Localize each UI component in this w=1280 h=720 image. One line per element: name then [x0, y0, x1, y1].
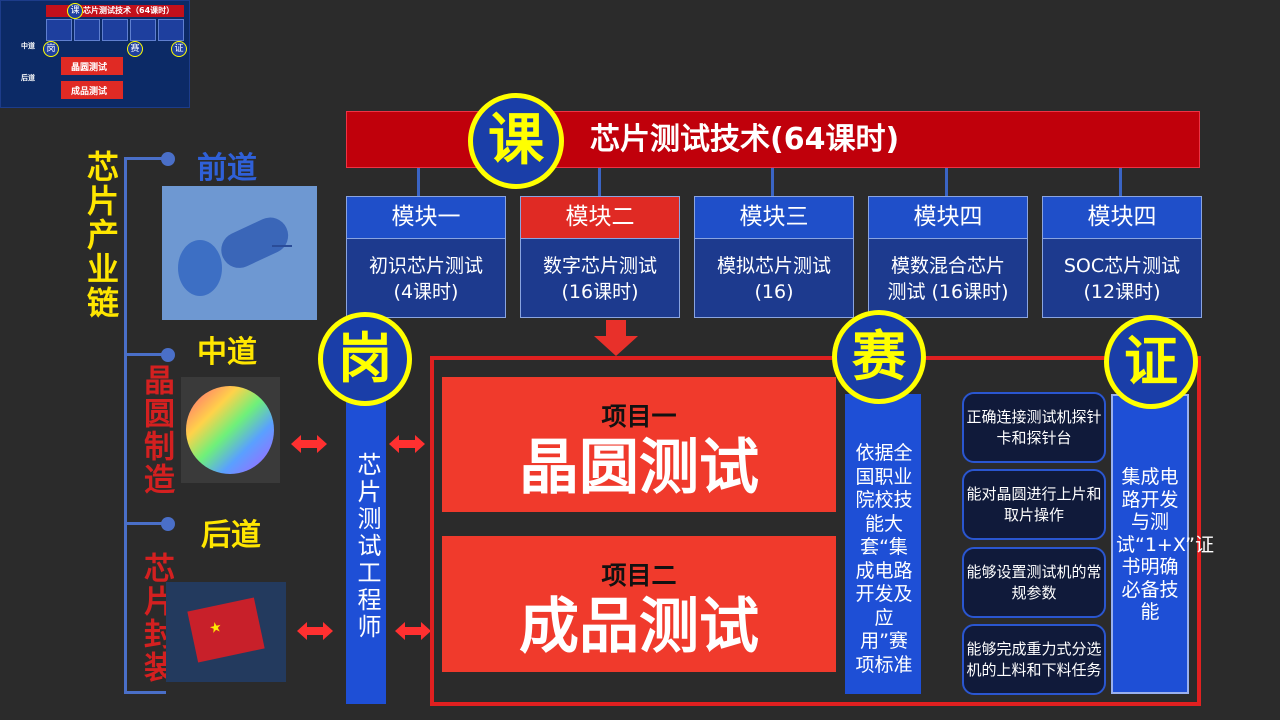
wafer-image [181, 377, 280, 483]
svg-text:★: ★ [208, 619, 224, 637]
thumb-stage-mid: 中道 [21, 42, 35, 50]
double-arrow-icon [389, 435, 425, 453]
module-body-line1: 数字芯片测试 [542, 255, 657, 277]
module-head: 模块四 [869, 197, 1027, 239]
chip-icon: ★ [166, 582, 286, 682]
skill-text: 能对晶圆进行上片和取片操作 [966, 484, 1102, 524]
module-body-line1: SOC芯片测试 [1063, 255, 1181, 277]
project-title: 晶圆测试 [519, 433, 759, 503]
stage-back: 后道 [201, 518, 261, 553]
module-body-line2: (16) [754, 281, 794, 303]
skill-item: 正确连接测试机探针卡和探针台 [962, 392, 1106, 463]
module-card-4: 模块四 模数混合芯片测试 (16课时) [868, 196, 1028, 318]
chain-branch [124, 353, 166, 356]
double-arrow-icon [297, 622, 333, 640]
wafer-icon [186, 386, 274, 474]
thumb-badge-post: 岗 [43, 41, 59, 57]
thumb-badge-contest: 赛 [127, 41, 143, 57]
module-card-1: 模块一 初识芯片测试 (4课时) [346, 196, 506, 318]
chain-dot [161, 517, 175, 531]
chain-branch [124, 157, 166, 160]
thumb-badge-cert: 证 [171, 41, 187, 57]
skill-text: 正确连接测试机探针卡和探针台 [966, 407, 1102, 447]
module-card-2: 模块二 数字芯片测试 (16课时) [520, 196, 680, 318]
skill-item: 能够完成重力式分选机的上料和下料任务 [962, 624, 1106, 695]
skill-item: 能够设置测试机的常规参数 [962, 547, 1106, 618]
chain-dot [161, 348, 175, 362]
module-body: 初识芯片测试 (4课时) [347, 239, 505, 305]
connector [417, 168, 420, 196]
thumb-title: 芯片测试技术（64课时） [83, 6, 175, 15]
cert-text: 集成电路开发与测试“1+X”证书明确必备技能 [1116, 466, 1214, 623]
module-body-line2: 测试 (16课时) [887, 281, 1009, 303]
down-arrow-icon [606, 320, 626, 336]
contest-badge: 赛 [832, 310, 926, 404]
module-card-3: 模块三 模拟芯片测试 (16) [694, 196, 854, 318]
module-card-5: 模块四 SOC芯片测试 (12课时) [1042, 196, 1202, 318]
module-body-line1: 初识芯片测试 [368, 255, 483, 277]
thumb-project-2 [61, 81, 123, 99]
chain-vertical-line [124, 158, 127, 694]
post-text: 芯片测试工程师 [353, 452, 381, 641]
stage-front: 前道 [197, 151, 257, 186]
thumb-stage-back: 后道 [21, 74, 35, 82]
double-arrow-icon [291, 435, 327, 453]
connector [945, 168, 948, 196]
module-head: 模块四 [1043, 197, 1201, 239]
post-badge: 岗 [318, 312, 412, 406]
project-name: 项目二 [601, 561, 677, 590]
skill-text: 能够完成重力式分选机的上料和下料任务 [966, 639, 1102, 679]
module-body-line1: 模数混合芯片 [890, 255, 1005, 277]
thumb-badge-course: 课 [67, 3, 83, 19]
skill-text: 能够设置测试机的常规参数 [966, 562, 1102, 602]
project-name: 项目一 [601, 402, 677, 431]
module-head: 模块二 [521, 197, 679, 239]
contest-text: 依据全国职业院校技能大套“集成电路开发及应用”赛项标准 [855, 442, 913, 676]
label-wafer-manufacturing: 晶圆制造 [138, 364, 174, 496]
module-head: 模块三 [695, 197, 853, 239]
connector [598, 168, 601, 196]
ingot-icon [162, 186, 317, 320]
chain-branch [124, 691, 166, 694]
project-frame [430, 356, 1201, 706]
double-arrow-icon [395, 622, 431, 640]
module-body-line2: (4课时) [393, 281, 459, 303]
chain-title: 芯片产业链 [82, 150, 120, 320]
module-body: 模拟芯片测试 (16) [695, 239, 853, 305]
cert-badge: 证 [1104, 315, 1198, 409]
module-body: SOC芯片测试 (12课时) [1043, 239, 1201, 305]
module-body: 模数混合芯片测试 (16课时) [869, 239, 1027, 305]
project-card-1: 项目一 晶圆测试 [442, 377, 836, 512]
thumb-project-1-label: 晶圆测试 [71, 63, 108, 73]
connector [1119, 168, 1122, 196]
cert-column [1111, 394, 1189, 694]
project-card-2: 项目二 成品测试 [442, 536, 836, 672]
front-process-image [162, 186, 317, 320]
chip-package-image: ★ [166, 582, 286, 682]
post-column [346, 396, 386, 704]
project-title: 成品测试 [519, 592, 759, 662]
course-badge: 课 [468, 93, 564, 189]
course-title: 芯片测试技术(64课时) [590, 122, 900, 157]
skill-item: 能对晶圆进行上片和取片操作 [962, 469, 1106, 540]
chain-dot [161, 152, 175, 166]
module-body: 数字芯片测试 (16课时) [521, 239, 679, 305]
module-body-line2: (12课时) [1083, 281, 1161, 303]
module-body-line2: (16课时) [561, 281, 639, 303]
contest-column [845, 394, 921, 694]
thumb-modules [46, 19, 184, 41]
chain-branch [124, 522, 166, 525]
stage-mid: 中道 [197, 335, 257, 370]
connector [771, 168, 774, 196]
module-body-line1: 模拟芯片测试 [716, 255, 831, 277]
thumb-project-1 [61, 57, 123, 75]
down-arrow-head-icon [594, 336, 638, 356]
module-head: 模块一 [347, 197, 505, 239]
thumb-project-2-label: 成品测试 [71, 87, 108, 97]
slide-thumbnail: 芯片测试技术（64课时） 课 岗 赛 证 中道 后道 晶圆测试 成品测试 [0, 0, 190, 108]
